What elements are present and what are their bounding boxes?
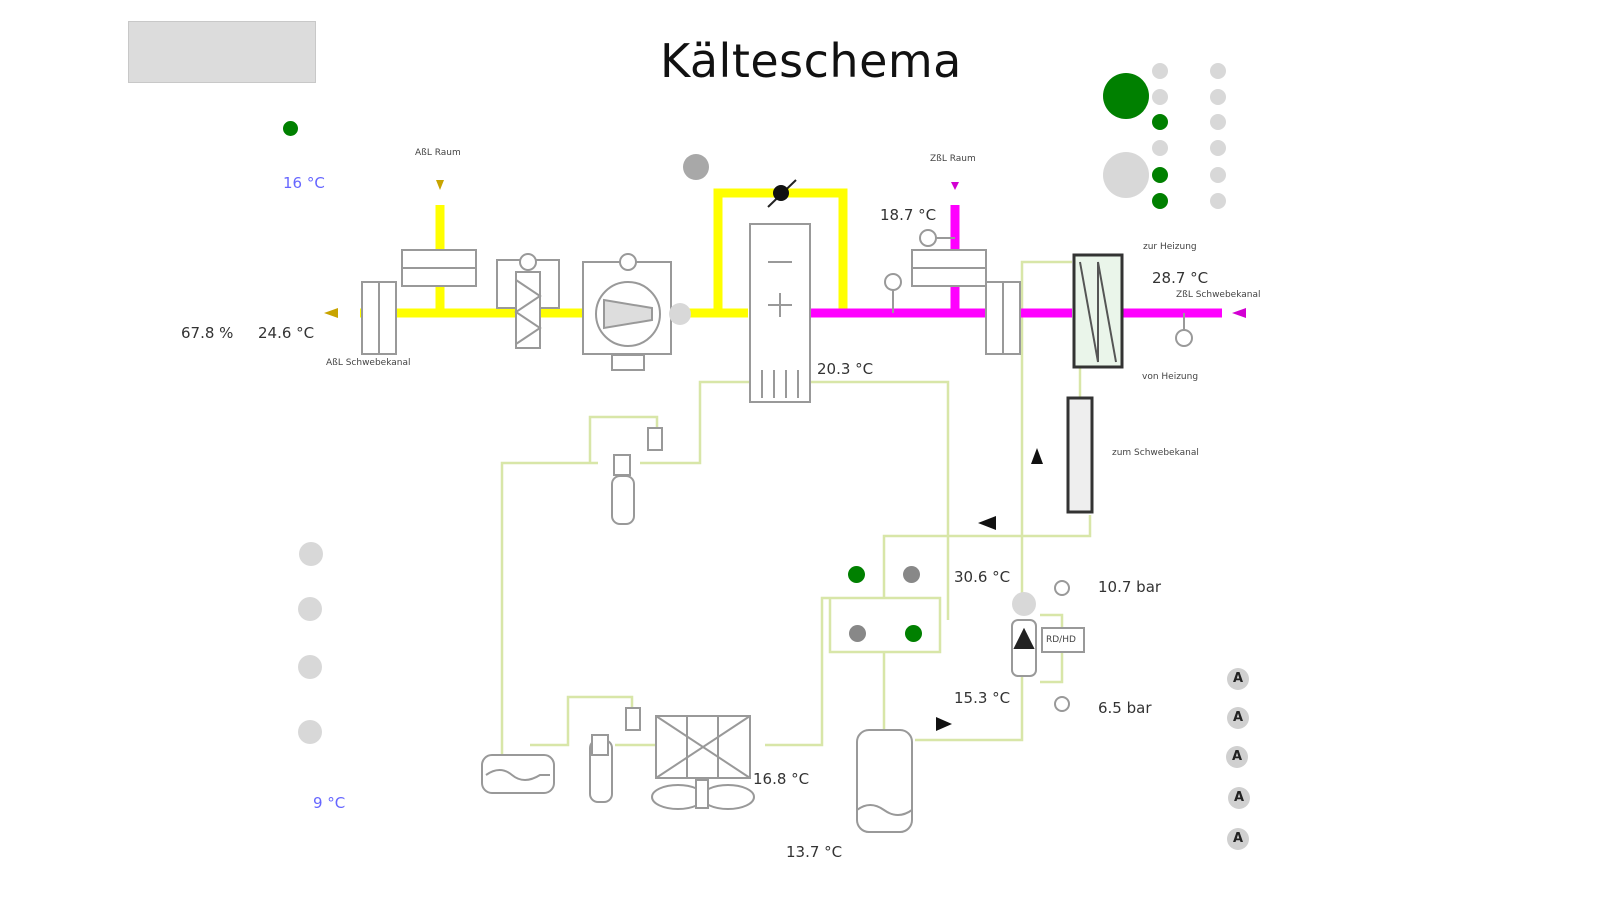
- supply-out-temp-value: 28.7 °C: [1152, 269, 1209, 287]
- schedule-button-1[interactable]: [299, 542, 323, 566]
- auto-mode-button-2[interactable]: A: [1227, 707, 1249, 729]
- intake-label: AßL Schwebekanal: [326, 358, 411, 368]
- schedule-button-4[interactable]: [298, 720, 322, 744]
- valve-4-indicator[interactable]: [905, 625, 922, 642]
- pressure-switch: [1041, 627, 1085, 653]
- compressor-label: RD/HD: [1046, 635, 1076, 645]
- auto-mode-button-4[interactable]: A: [1228, 787, 1250, 809]
- accumulator-tank: [856, 729, 913, 833]
- hot-gas-temp-value: 30.6 °C: [954, 568, 1011, 586]
- status-b-1: [1210, 63, 1226, 79]
- coil-temp-value: 20.3 °C: [817, 360, 874, 378]
- status-a-6: [1152, 193, 1168, 209]
- status-b-3: [1210, 114, 1226, 130]
- page-title: Kälteschema: [660, 34, 962, 88]
- supply-air-duct: [810, 205, 1222, 318]
- status-b-4: [1210, 140, 1226, 156]
- auto-mode-button-3[interactable]: A: [1226, 746, 1248, 768]
- status-a-1: [1152, 63, 1168, 79]
- suction-temp-value: 15.3 °C: [954, 689, 1011, 707]
- ambient-temp-value: 13.7 °C: [786, 843, 843, 861]
- exhaust-room-label: AßL Raum: [415, 148, 461, 158]
- status-a-3: [1152, 114, 1168, 130]
- auto-mode-button-5[interactable]: A: [1227, 828, 1249, 850]
- expansion-valve-upper: [611, 475, 635, 525]
- auto-mode-button-1[interactable]: A: [1227, 668, 1249, 690]
- intake-humidity-value: 67.8 %: [181, 324, 234, 342]
- status-b-5: [1210, 167, 1226, 183]
- low-pressure-value: 6.5 bar: [1098, 699, 1152, 717]
- status-b-6: [1210, 193, 1226, 209]
- schedule-button-2[interactable]: [298, 597, 322, 621]
- bypass-status-indicator: [683, 154, 709, 180]
- system-status-dot: [283, 121, 298, 136]
- supply-room-label: ZßL Raum: [930, 154, 976, 164]
- status-a-4: [1152, 140, 1168, 156]
- header-placeholder-box: [128, 21, 316, 83]
- outdoor-temp-value: 9 °C: [313, 794, 346, 812]
- condenser-out-temp-value: 16.8 °C: [753, 770, 810, 788]
- supply-out-label: ZßL Schwebekanal: [1176, 290, 1261, 300]
- timer-2-clock-icon[interactable]: [1103, 152, 1149, 198]
- status-a-2: [1152, 89, 1168, 105]
- status-a-5: [1152, 167, 1168, 183]
- receiver-tank: [481, 754, 555, 794]
- valve-2-indicator[interactable]: [903, 566, 920, 583]
- flow-arrows: [936, 448, 1043, 731]
- to-channel-label: zum Schwebekanal: [1112, 448, 1199, 458]
- status-b-2: [1210, 89, 1226, 105]
- to-heating-label: zur Heizung: [1143, 242, 1197, 252]
- from-heating-label: von Heizung: [1142, 372, 1199, 382]
- supply-upper-temp-value: 18.7 °C: [880, 206, 937, 224]
- timer-1-clock-icon[interactable]: [1103, 73, 1149, 119]
- bypass-damper: [767, 179, 797, 208]
- high-pressure-value: 10.7 bar: [1098, 578, 1162, 596]
- room-temp-value: 16 °C: [283, 174, 325, 192]
- reheat-coil: [1066, 396, 1094, 514]
- schedule-button-3[interactable]: [298, 655, 322, 679]
- valve-1-indicator[interactable]: [848, 566, 865, 583]
- valve-3-indicator[interactable]: [849, 625, 866, 642]
- intake-temp-value: 24.6 °C: [258, 324, 315, 342]
